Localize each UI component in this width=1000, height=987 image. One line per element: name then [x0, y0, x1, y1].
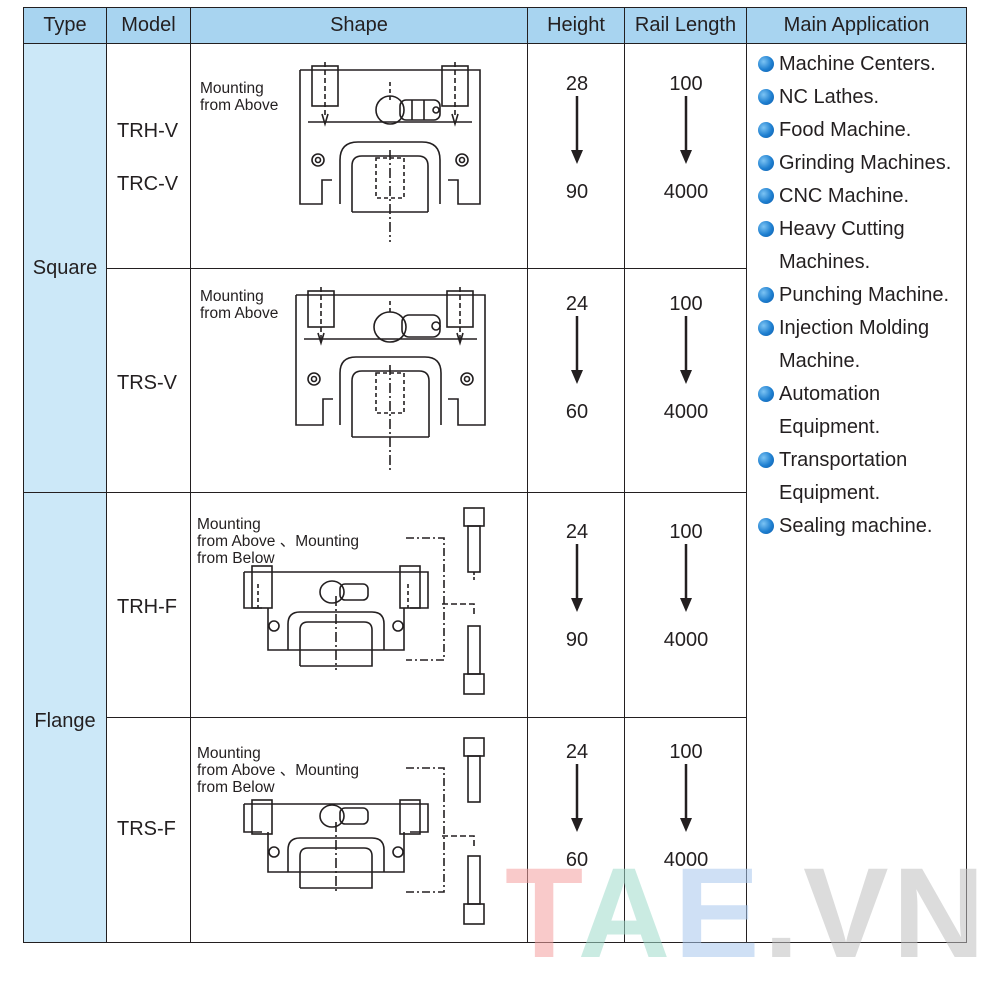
application-item-continuation: Equipment. — [756, 477, 986, 510]
linear-guide-square-low-drawing — [295, 287, 486, 472]
rail-to: 4000 — [663, 401, 709, 423]
application-text: Punching Machine. — [779, 284, 950, 306]
height-from: 24 — [565, 293, 589, 315]
header-type: Type — [23, 7, 107, 44]
blue-sphere-bullet-icon — [758, 320, 774, 336]
header-height: Height — [527, 7, 625, 44]
down-arrow-icon — [680, 764, 692, 832]
application-item: Food Machine. — [756, 114, 986, 147]
height-to: 60 — [565, 401, 589, 423]
application-item-continuation: Equipment. — [756, 411, 986, 444]
application-item: Automation — [756, 378, 986, 411]
application-text: Food Machine. — [779, 119, 912, 141]
down-arrow-icon — [571, 316, 583, 384]
application-text: Machine Centers. — [779, 53, 936, 75]
type-flange: Flange — [23, 492, 107, 943]
shape-caption: Mounting from Above — [200, 288, 279, 322]
application-text: Machine. — [779, 350, 861, 372]
model-label: TRH-F — [117, 596, 177, 618]
blue-sphere-bullet-icon — [758, 287, 774, 303]
blue-sphere-bullet-icon — [758, 518, 774, 534]
down-arrow-icon — [680, 544, 692, 612]
application-item-continuation: Machine. — [756, 345, 986, 378]
down-arrow-icon — [571, 764, 583, 832]
linear-guide-flange-drawing — [243, 507, 485, 695]
application-item: Transportation — [756, 444, 986, 477]
model-cell-4: TRS-F — [106, 717, 191, 943]
application-text: NC Lathes. — [779, 86, 880, 108]
application-item: Injection Molding — [756, 312, 986, 345]
shape-caption: Mounting from Above — [200, 80, 279, 114]
rail-to: 4000 — [663, 181, 709, 203]
down-arrow-icon — [571, 544, 583, 612]
application-text: Machines. — [779, 251, 871, 273]
application-item-continuation: Machines. — [756, 246, 986, 279]
down-arrow-icon — [571, 96, 583, 164]
header-model: Model — [106, 7, 191, 44]
model-cell-2: TRS-V — [106, 268, 191, 493]
application-text: Grinding Machines. — [779, 152, 952, 174]
height-from: 24 — [565, 741, 589, 763]
header-main-application: Main Application — [746, 7, 967, 44]
application-item: Heavy Cutting — [756, 213, 986, 246]
height-from: 28 — [565, 73, 589, 95]
linear-guide-flange-low-drawing — [243, 737, 485, 925]
application-item: Sealing machine. — [756, 510, 986, 543]
model-cell-3: TRH-F — [106, 492, 191, 718]
blue-sphere-bullet-icon — [758, 188, 774, 204]
type-square: Square — [23, 43, 107, 493]
application-text: Equipment. — [779, 482, 881, 504]
rail-from: 100 — [669, 73, 703, 95]
model-label: TRS-F — [117, 818, 176, 840]
blue-sphere-bullet-icon — [758, 89, 774, 105]
blue-sphere-bullet-icon — [758, 155, 774, 171]
application-text: Transportation — [779, 449, 908, 471]
height-to: 90 — [565, 629, 589, 651]
shape-caption: Mounting from Above 、Mounting from Below — [197, 745, 359, 796]
down-arrow-icon — [680, 96, 692, 164]
blue-sphere-bullet-icon — [758, 221, 774, 237]
rail-from: 100 — [669, 741, 703, 763]
application-item: NC Lathes. — [756, 81, 986, 114]
application-item: CNC Machine. — [756, 180, 986, 213]
application-item: Grinding Machines. — [756, 147, 986, 180]
height-to: 90 — [565, 181, 589, 203]
rail-from: 100 — [669, 521, 703, 543]
application-text: Sealing machine. — [779, 515, 933, 537]
blue-sphere-bullet-icon — [758, 56, 774, 72]
application-text: CNC Machine. — [779, 185, 910, 207]
shape-caption: Mounting from Above 、Mounting from Below — [197, 516, 359, 567]
linear-guide-square-drawing — [299, 62, 481, 242]
height-to: 60 — [565, 849, 589, 871]
model-label: TRH-V — [117, 120, 179, 142]
blue-sphere-bullet-icon — [758, 386, 774, 402]
blue-sphere-bullet-icon — [758, 452, 774, 468]
rail-to: 4000 — [663, 849, 709, 871]
model-label: TRC-V — [117, 173, 179, 195]
application-text: Equipment. — [779, 416, 881, 438]
down-arrow-icon — [680, 316, 692, 384]
header-rail-length: Rail Length — [624, 7, 747, 44]
application-cell — [746, 43, 967, 943]
rail-from: 100 — [669, 293, 703, 315]
blue-sphere-bullet-icon — [758, 122, 774, 138]
model-cell-1: TRH-V TRC-V — [106, 43, 191, 269]
model-label: TRS-V — [117, 372, 177, 394]
application-list: Machine Centers. NC Lathes. Food Machine. G… — [756, 48, 986, 543]
header-shape: Shape — [190, 7, 528, 44]
application-item: Punching Machine. — [756, 279, 986, 312]
watermark-logo: TAE.VN — [505, 842, 989, 985]
application-item: Machine Centers. — [756, 48, 986, 81]
height-from: 24 — [565, 521, 589, 543]
application-text: Heavy Cutting — [779, 218, 905, 240]
rail-to: 4000 — [663, 629, 709, 651]
application-text: Injection Molding — [779, 317, 930, 339]
application-text: Automation — [779, 383, 881, 405]
